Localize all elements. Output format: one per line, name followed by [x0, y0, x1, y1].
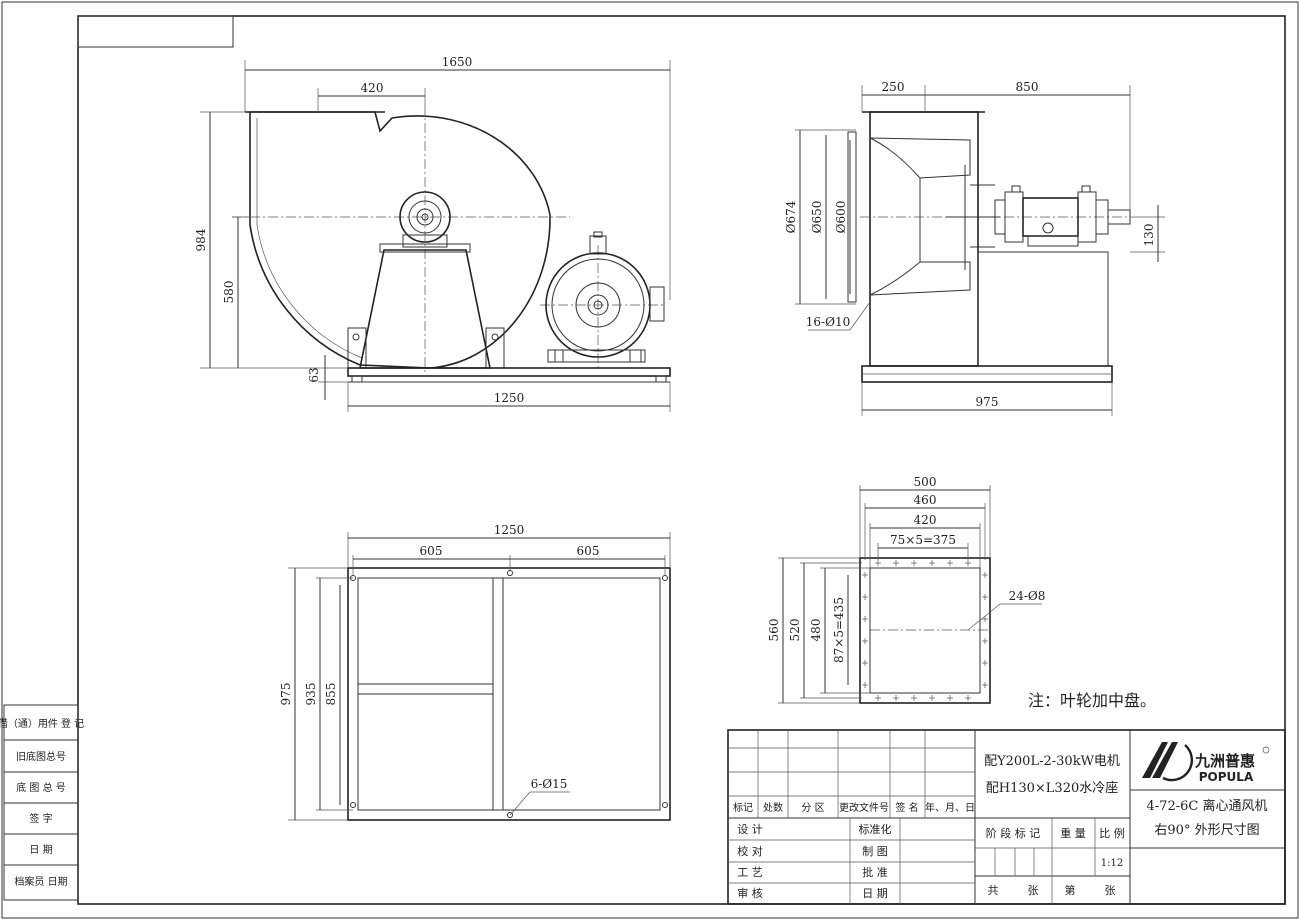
- dim-outlet-offset: 420: [361, 81, 384, 95]
- dim-base-height: 63: [307, 367, 321, 382]
- volute-casing: [249, 111, 551, 369]
- dim-flange-560: 560: [767, 619, 781, 642]
- weight-header: 重 量: [1060, 826, 1086, 840]
- role-review: 审 核: [737, 886, 763, 900]
- rev-header-doc: 更改文件号: [839, 801, 889, 814]
- dim-shaft-h: 130: [1142, 224, 1156, 247]
- sheet-num-label: 第: [1065, 883, 1076, 897]
- base-plan-outline: [347, 567, 671, 821]
- top-left-code-box: [77, 15, 234, 48]
- reg-row-4: 签 字: [29, 812, 52, 825]
- stage-header: 阶 段 标 记: [986, 826, 1041, 840]
- inlet-flange: [847, 131, 857, 303]
- rev-header-mark: 标记: [733, 802, 753, 814]
- dim-shaft-height: 580: [222, 281, 236, 304]
- motor-spec: 配Y200L-2-30kW电机: [984, 754, 1120, 769]
- scale-header: 比 例: [1099, 826, 1125, 840]
- dim-d674: Ø674: [784, 200, 798, 233]
- front-elevation-view: 250 850 Ø674 Ø650 Ø600 16-Ø10 130 975: [784, 80, 1165, 416]
- reg-row-6: 档案员 日期: [14, 875, 67, 888]
- dim-plan-855: 855: [324, 683, 338, 706]
- brand-en: POPULA: [1199, 770, 1254, 784]
- fan-housing-front: [869, 111, 979, 367]
- inner-border: [77, 15, 1286, 905]
- rev-header-date: 年、月、日: [925, 801, 975, 814]
- dim-base-length: 1250: [494, 391, 525, 405]
- dim-flange-480: 480: [809, 619, 823, 642]
- role-standard: 标准化: [859, 822, 892, 836]
- reg-row-5: 日 期: [29, 844, 52, 856]
- bearing-stand: [977, 251, 1109, 367]
- base-plan-view: 1250 605 605 975 935 855 6-Ø15: [279, 523, 671, 821]
- dim-front-base: 975: [976, 395, 999, 409]
- role-check: 校 对: [737, 844, 763, 858]
- outlet-flange-view: 500 460 420 75×5=375 560 520 480 87×5=43…: [767, 475, 1046, 704]
- dim-d650: Ø650: [810, 201, 824, 234]
- dim-plan-975: 975: [279, 683, 293, 706]
- sheet-num-unit: 张: [1105, 884, 1116, 897]
- reg-row-2: 旧底图总号: [16, 750, 66, 763]
- dim-overall-width: 1650: [442, 55, 473, 69]
- note-flange-holes: 24-Ø8: [1009, 589, 1046, 603]
- sheet-total-label: 共: [988, 884, 999, 897]
- scale-value: 1:12: [1101, 858, 1123, 869]
- role-date: 日 期: [862, 887, 888, 900]
- sheet-total-unit: 张: [1028, 884, 1039, 897]
- dim-flange-420: 420: [914, 513, 937, 527]
- bearing-housing: [399, 191, 451, 243]
- role-approve: 批 准: [862, 865, 888, 879]
- outlet-flange-outline: [859, 557, 991, 704]
- left-registration-block: 借（通）用件 登 记 旧底图总号 底 图 总 号 签 字 日 期 档案员 日期: [0, 704, 84, 901]
- dim-plan-935: 935: [304, 683, 318, 706]
- dim-height-total: 984: [194, 228, 208, 251]
- cooling-base-spec: 配H130×L320水冷座: [986, 781, 1119, 796]
- rev-header-count: 处数: [763, 801, 783, 814]
- dim-flange-500: 500: [914, 475, 937, 489]
- dim-plan-half-right: 605: [577, 544, 600, 558]
- dim-flange-pitch-y: 87×5=435: [832, 597, 846, 663]
- side-elevation-view: 1650 420 984 580 63 1250: [194, 55, 671, 412]
- brand-cn: 九洲普惠: [1194, 752, 1255, 770]
- dim-plan-half-left: 605: [420, 544, 443, 558]
- rev-header-sign: 签 名: [895, 801, 918, 814]
- role-drawn: 制 图: [862, 845, 888, 858]
- dim-flange-520: 520: [788, 619, 802, 642]
- rev-header-zone: 分 区: [801, 802, 824, 814]
- role-process: 工 艺: [737, 866, 763, 879]
- dim-plan-length: 1250: [494, 523, 525, 537]
- title-block: 标记 处数 分 区 更改文件号 签 名 年、月、日 设 计 校 对 工 艺 审 …: [727, 729, 1286, 905]
- note-base-holes: 6-Ø15: [531, 777, 568, 791]
- note-inlet-holes: 16-Ø10: [806, 315, 850, 329]
- dim-flange-pitch-x: 75×5=375: [890, 533, 956, 547]
- impeller-note: 注：叶轮加中盘。: [1028, 691, 1156, 710]
- dim-left-width: 250: [882, 80, 905, 94]
- dim-flange-460: 460: [914, 493, 937, 507]
- reg-row-3: 底 图 总 号: [16, 781, 66, 794]
- dim-right-width: 850: [1016, 80, 1039, 94]
- role-design: 设 计: [737, 823, 763, 836]
- base-frame: [347, 367, 671, 377]
- reg-row-1: 借（通）用件 登 记: [0, 717, 84, 730]
- product-name: 4-72-6C 离心通风机: [1147, 798, 1268, 814]
- drawing-name: 右90° 外形尺寸图: [1154, 823, 1259, 838]
- dim-d600: Ø600: [834, 201, 848, 234]
- popula-logo: 九洲普惠 POPULA: [1142, 742, 1270, 784]
